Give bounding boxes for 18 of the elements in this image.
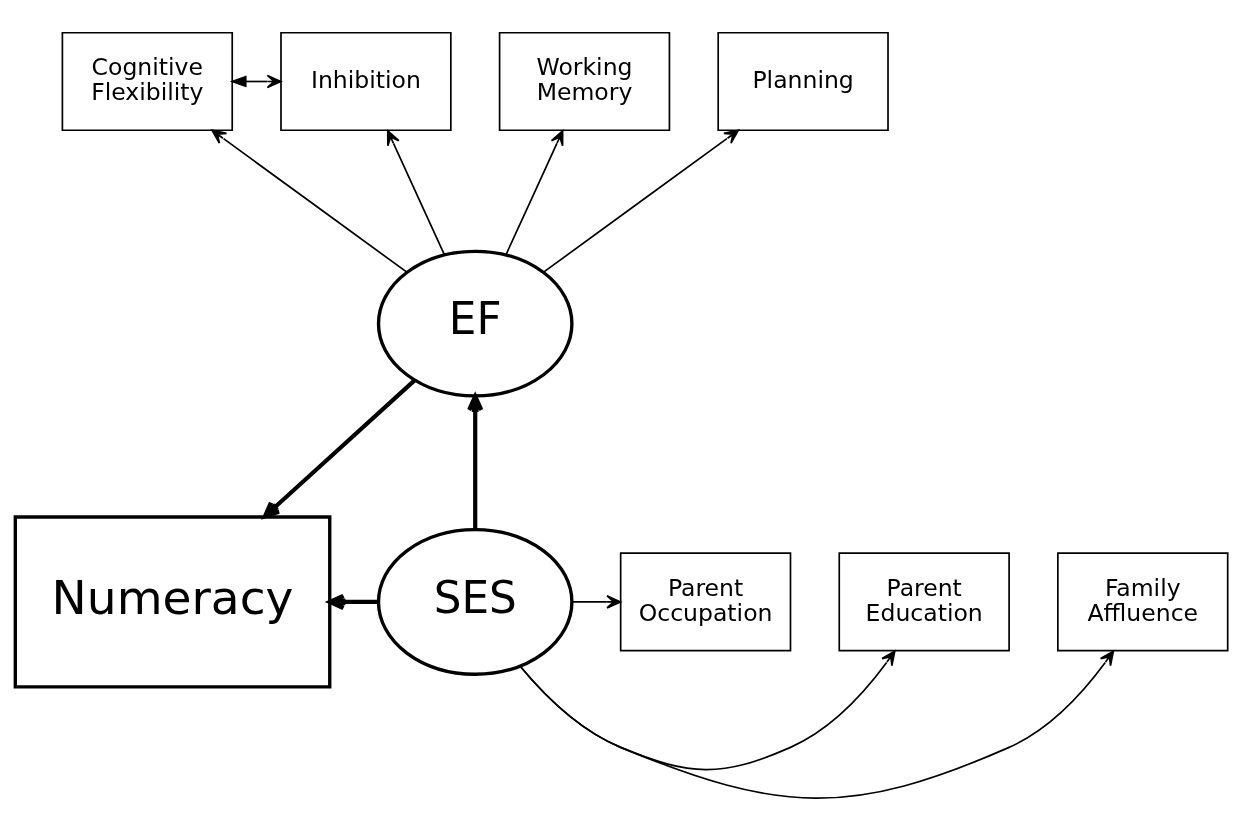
node-box: Planning xyxy=(717,31,889,132)
arrow xyxy=(519,650,1115,799)
node-box: Inhibition xyxy=(280,31,452,132)
arrow xyxy=(229,74,282,89)
arrow xyxy=(571,595,622,609)
node-box: Family Affluence xyxy=(1057,552,1229,652)
arrow xyxy=(386,130,446,256)
arrow xyxy=(327,593,379,611)
arrow xyxy=(262,378,417,519)
node-box: Numeracy xyxy=(13,515,332,689)
arrow xyxy=(211,129,408,273)
node-box: Working Memory xyxy=(498,31,671,132)
node-box: Parent Education xyxy=(838,552,1010,652)
node-box: Parent Occupation xyxy=(619,552,792,652)
node-box: Cognitive Flexibility xyxy=(61,31,234,132)
node-ellipse: SES xyxy=(376,527,574,676)
node-ellipse: EF xyxy=(376,249,574,398)
arrow xyxy=(467,394,484,530)
